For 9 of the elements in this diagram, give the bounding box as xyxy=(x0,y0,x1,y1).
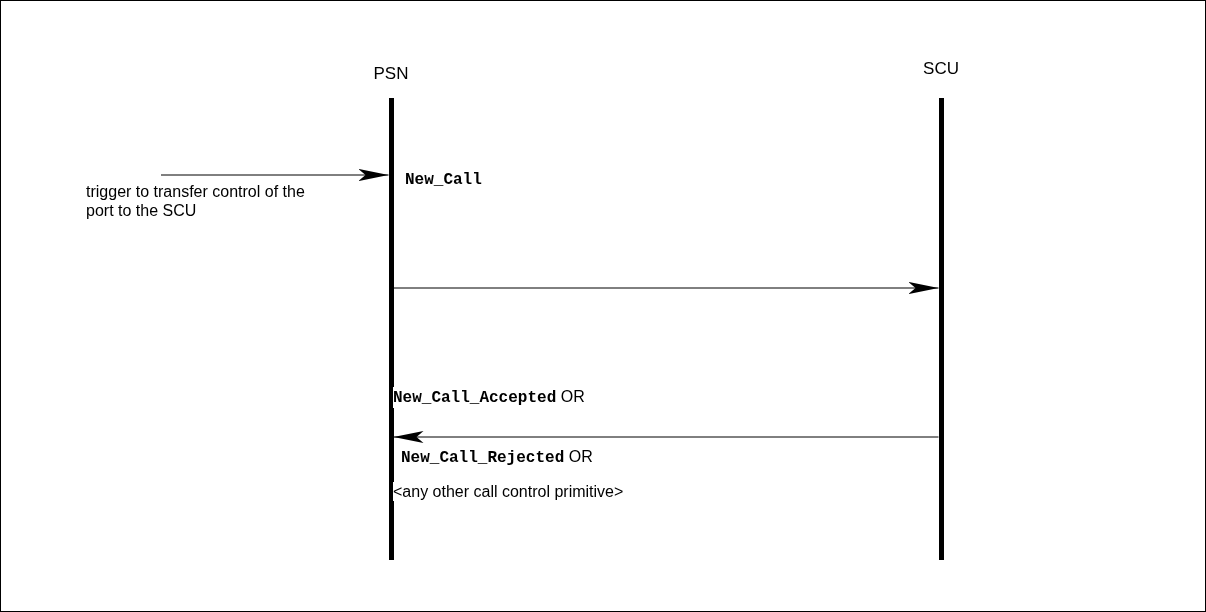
lifeline-title: PSN xyxy=(373,64,409,84)
message-label: New_Call_Rejected OR xyxy=(401,447,593,468)
edge-label: trigger to transfer control of the port to the SCU xyxy=(86,182,306,220)
message-label: New_Call_Accepted OR xyxy=(393,387,585,408)
message-arrow xyxy=(393,431,939,443)
message-arrow xyxy=(160,169,389,181)
message-label: <any other call control primitive> xyxy=(393,482,624,501)
lifeline-title: SCU xyxy=(923,59,959,79)
message-arrow xyxy=(393,282,939,294)
